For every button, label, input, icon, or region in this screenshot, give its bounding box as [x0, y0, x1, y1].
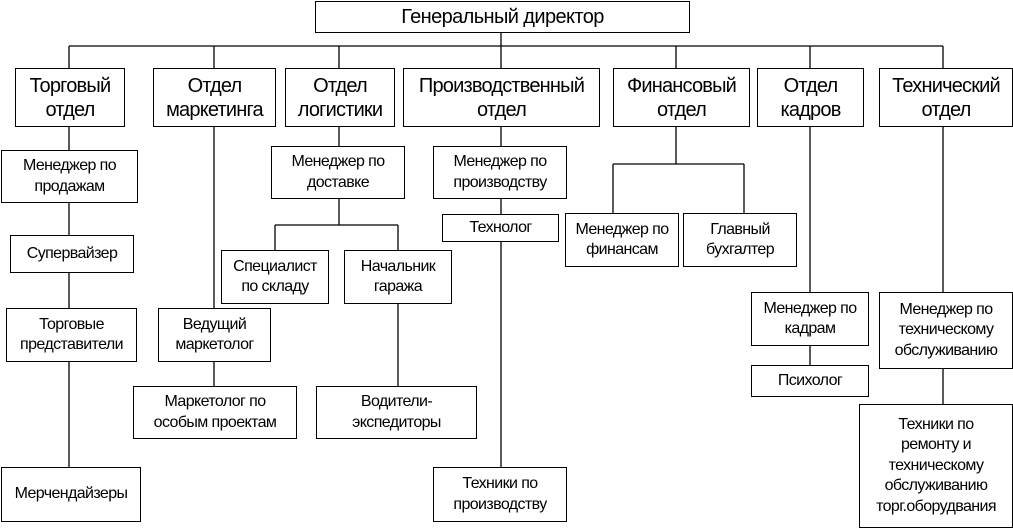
dept-technical: Технический отдел: [879, 68, 1013, 127]
maintenance-manager-box: Менеджер по техническому обслуживанию: [879, 292, 1013, 369]
garage-chief-box: Начальник гаража: [344, 250, 452, 304]
dept-logistics: Отдел логистики: [285, 68, 395, 127]
driver-forwarders-box: Водители- экспедиторы: [316, 386, 477, 439]
delivery-manager-box: Менеджер по доставке: [271, 146, 405, 199]
production-manager-box: Менеджер по производству: [433, 146, 567, 199]
dept-trade: Торговый отдел: [15, 68, 125, 127]
dept-hr: Отдел кадров: [757, 68, 864, 127]
production-technicians-box: Техники по производству: [433, 467, 567, 522]
finance-manager-box: Менеджер по финансам: [565, 213, 679, 267]
special-projects-marketer-box: Маркетолог по особым проектам: [133, 386, 297, 439]
repair-technicians-box: Техники по ремонту и техническому обслуж…: [859, 404, 1013, 528]
supervisor-box: Супервайзер: [10, 235, 134, 273]
hr-manager-box: Менеджер по кадрам: [751, 292, 869, 346]
lead-marketer-box: Ведущий маркетолог: [158, 308, 271, 362]
warehouse-specialist-box: Специалист по складу: [221, 250, 329, 304]
psychologist-box: Психолог: [751, 365, 869, 397]
dept-finance: Финансовый отдел: [613, 68, 750, 127]
general-director-box: Генеральный директор: [315, 1, 690, 33]
chief-accountant-box: Главный бухгалтер: [683, 213, 797, 267]
dept-production: Производственный отдел: [403, 68, 600, 127]
technologist-box: Технолог: [442, 214, 559, 242]
sales-manager-box: Менеджер по продажам: [1, 150, 138, 203]
merchandisers-box: Мерчендайзеры: [1, 467, 141, 522]
dept-marketing: Отдел маркетинга: [153, 68, 276, 127]
sales-reps-box: Торговые представители: [6, 308, 137, 362]
